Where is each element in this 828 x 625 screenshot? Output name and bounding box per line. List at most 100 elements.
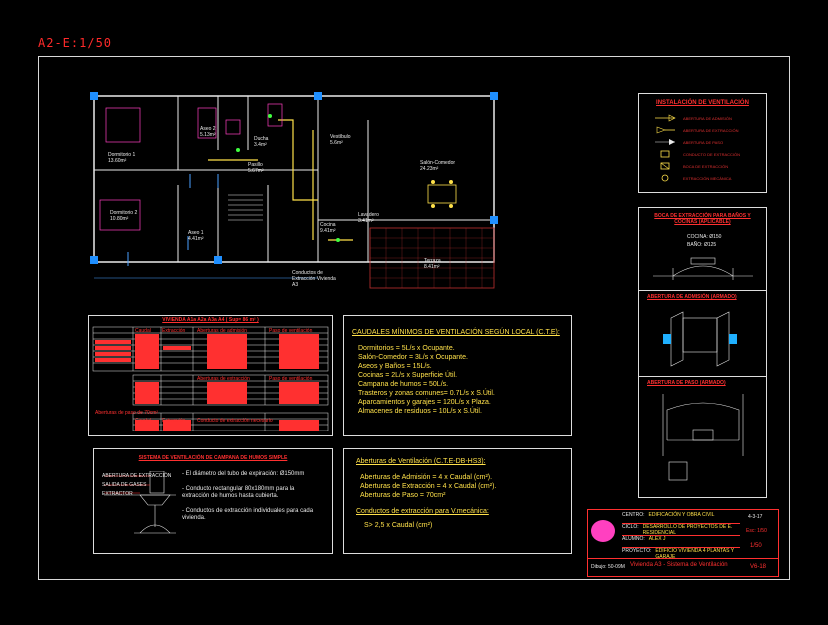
aberturas-formula: S> 2,5 x Caudal (cm²) — [364, 522, 433, 529]
caudal-line: Cocinas = 2L/s x Superficie Útil. — [358, 372, 458, 379]
title-rows: CENTRO: EDIFICACIÓN Y OBRA CIVIL CICLO: … — [622, 512, 740, 560]
admision-title: ABERTURA DE ADMISIÓN (ARMADO) — [647, 294, 737, 300]
section-extraccion: Aberturas de extracción — [197, 376, 250, 382]
details-divider — [639, 376, 766, 377]
extraction-arrow-icon — [656, 126, 675, 134]
details-panel: BOCA DE EXTRACCIÓN PARA BAÑOS Y COCINAS … — [638, 207, 767, 498]
col-header3-caudal: Caudal — [135, 418, 151, 424]
duct-note: Conductos de Extracción Vivienda A3 — [292, 270, 336, 288]
drawing-title: Vivienda A3 - Sistema de Ventilación — [630, 562, 728, 568]
row-label: ALUMNO: — [622, 536, 645, 542]
section-paso-70: Aberturas de paso de 70cm² — [95, 410, 159, 416]
title-row: PROYECTO: EDIFICIO VIVIENDA 4 PLANTAS Y … — [622, 548, 740, 560]
legend-item: ABERTURA DE EXTRACCIÓN — [655, 124, 740, 136]
legend-label: ABERTURA DE ADMISIÓN — [683, 115, 732, 121]
drawing-frame — [38, 56, 790, 580]
row-label: PROYECTO: — [622, 548, 652, 554]
row-value: ALEX J — [648, 536, 666, 542]
legend-label: ABERTURA DE PASO — [683, 139, 724, 145]
caudal-line: Campana de humos = 50L/s. — [358, 381, 449, 388]
extraction-grille-icon — [660, 162, 670, 170]
date-value: 4-3-17 — [748, 514, 763, 520]
caudal-line: Dormitorios = 5L/s x Ocupante. — [358, 345, 455, 352]
legend-item: CONDUCTO DE EXTRACCIÓN — [655, 148, 740, 160]
ventilation-table-grid — [92, 326, 329, 431]
boca-dim: BAÑO: Ø125 — [687, 242, 717, 248]
col-header-admision: Aberturas de admisión — [197, 328, 248, 334]
duct-icon — [660, 150, 670, 158]
school-logo — [591, 520, 615, 542]
campana-note: - Conductos de extracción individuales p… — [182, 508, 314, 521]
legend-item: EXTRACCIÓN MECÁNICA — [655, 172, 740, 184]
section-paso: Paso de ventilación — [269, 376, 313, 382]
title-row: CICLO: DESARROLLO DE PROYECTOS DE E. RES… — [622, 524, 740, 536]
boca-title: BOCA DE EXTRACCIÓN PARA BAÑOS Y COCINAS … — [654, 213, 751, 225]
legend-label: CONDUCTO DE EXTRACCIÓN — [683, 151, 741, 157]
caudal-line: Almacenes de residuos = 10L/s x S.Útil. — [358, 408, 482, 415]
table-title: VIVIENDA A1a A2a A3a A4 ( Sup= 86 m² ) — [162, 317, 259, 323]
mechanical-extractor-icon — [661, 174, 669, 182]
pass-arrow-icon — [655, 139, 675, 145]
campana-panel: SISTEMA DE VENTILACIÓN DE CAMPANA DE HUM… — [93, 448, 333, 554]
caudal-line: Aseos y Baños = 15L/s. — [358, 363, 432, 370]
legend-label: BOCA DE EXTRACCIÓN — [683, 163, 729, 169]
scale-label: Esc: 1/50 — [746, 528, 767, 534]
caudal-line: Salón-Comedor = 3L/s x Ocupante. — [358, 354, 468, 361]
legend-item: BOCA DE EXTRACCIÓN — [655, 160, 740, 172]
caudales-list: Dormitorios = 5L/s x Ocupante. Salón-Com… — [358, 344, 495, 416]
caudal-line: Trasteros y zonas comunes= 0.7L/s x S.Út… — [358, 390, 495, 397]
legend-title: INSTALACIÓN DE VENTILACIÓN — [656, 100, 749, 106]
caudal-line: Aparcamientos y garajes = 120L/s x Plaza… — [358, 399, 491, 406]
admision-diagram — [663, 311, 737, 367]
scale-value: 1/50 — [750, 543, 762, 549]
campana-label: EXTRACTOR — [102, 491, 133, 497]
caudales-title: CAUDALES MÍNIMOS DE VENTILACIÓN SEGÚN LO… — [352, 329, 560, 336]
aberturas-title: Aberturas de Ventilación (C.T.E-DB-HS3): — [356, 458, 486, 465]
campana-note: - Conducto rectangular 80x180mm para la … — [182, 486, 295, 499]
aberturas-panel: Aberturas de Ventilación (C.T.E-DB-HS3):… — [343, 448, 572, 554]
title-row: ALUMNO: ALEX J — [622, 536, 740, 548]
ventilation-table-panel: VIVIENDA A1a A2a A3a A4 ( Sup= 86 m² ) — [88, 315, 333, 436]
aberturas-subtitle: Conductos de extracción para V.mecánica: — [356, 508, 489, 515]
legend-items: ABERTURA DE ADMISIÓN ABERTURA DE EXTRACC… — [655, 112, 740, 184]
legend-item: ABERTURA DE PASO — [655, 136, 740, 148]
campana-label: SALIDA DE GASES — [102, 482, 147, 488]
campana-label: ABERTURA DE EXTRACCIÓN — [102, 473, 172, 479]
campana-notes: - El diámetro del tubo de expiración: Ø1… — [182, 471, 322, 522]
row-value: EDIFICACIÓN Y OBRA CIVIL — [648, 512, 715, 518]
abertura-line: Aberturas de Admisión = 4 x Caudal (cm²)… — [360, 474, 493, 481]
campana-diagram — [104, 471, 176, 534]
col-header-caudal: Caudal — [135, 328, 151, 334]
row-label: CICLO: — [622, 524, 639, 530]
sheet-number: V6-18 — [750, 564, 767, 570]
legend-panel: INSTALACIÓN DE VENTILACIÓN ABERTURA DE A… — [638, 93, 767, 193]
row-value: DESARROLLO DE PROYECTOS DE E. RESIDENCIA… — [642, 524, 733, 536]
admission-arrow-icon — [655, 114, 676, 122]
caudales-panel: CAUDALES MÍNIMOS DE VENTILACIÓN SEGÚN LO… — [343, 315, 572, 436]
abertura-line: Aberturas de Extracción = 4 x Caudal (cm… — [360, 483, 497, 490]
col-header3-conducto: Conducto de extracción necesario — [197, 418, 273, 424]
details-divider — [639, 290, 766, 291]
col-header3-extraccion: Extracción — [162, 418, 186, 424]
abertura-line: Aberturas de Paso = 70cm² — [360, 492, 446, 499]
title-block: CENTRO: EDIFICACIÓN Y OBRA CIVIL CICLO: … — [587, 509, 779, 577]
campana-note: - El diámetro del tubo de expiración: Ø1… — [182, 471, 305, 477]
sheet-format-label: A2-E:1/50 — [38, 36, 113, 50]
legend-label: EXTRACCIÓN MECÁNICA — [683, 175, 732, 181]
boca-dim: COCINA: Ø150 — [687, 234, 722, 240]
legend-label: ABERTURA DE EXTRACCIÓN — [683, 127, 739, 133]
paso-diagram — [662, 394, 744, 481]
boca-diagram — [653, 257, 753, 280]
campana-title: SISTEMA DE VENTILACIÓN DE CAMPANA DE HUM… — [138, 455, 288, 461]
legend-item: ABERTURA DE ADMISIÓN — [655, 112, 740, 124]
